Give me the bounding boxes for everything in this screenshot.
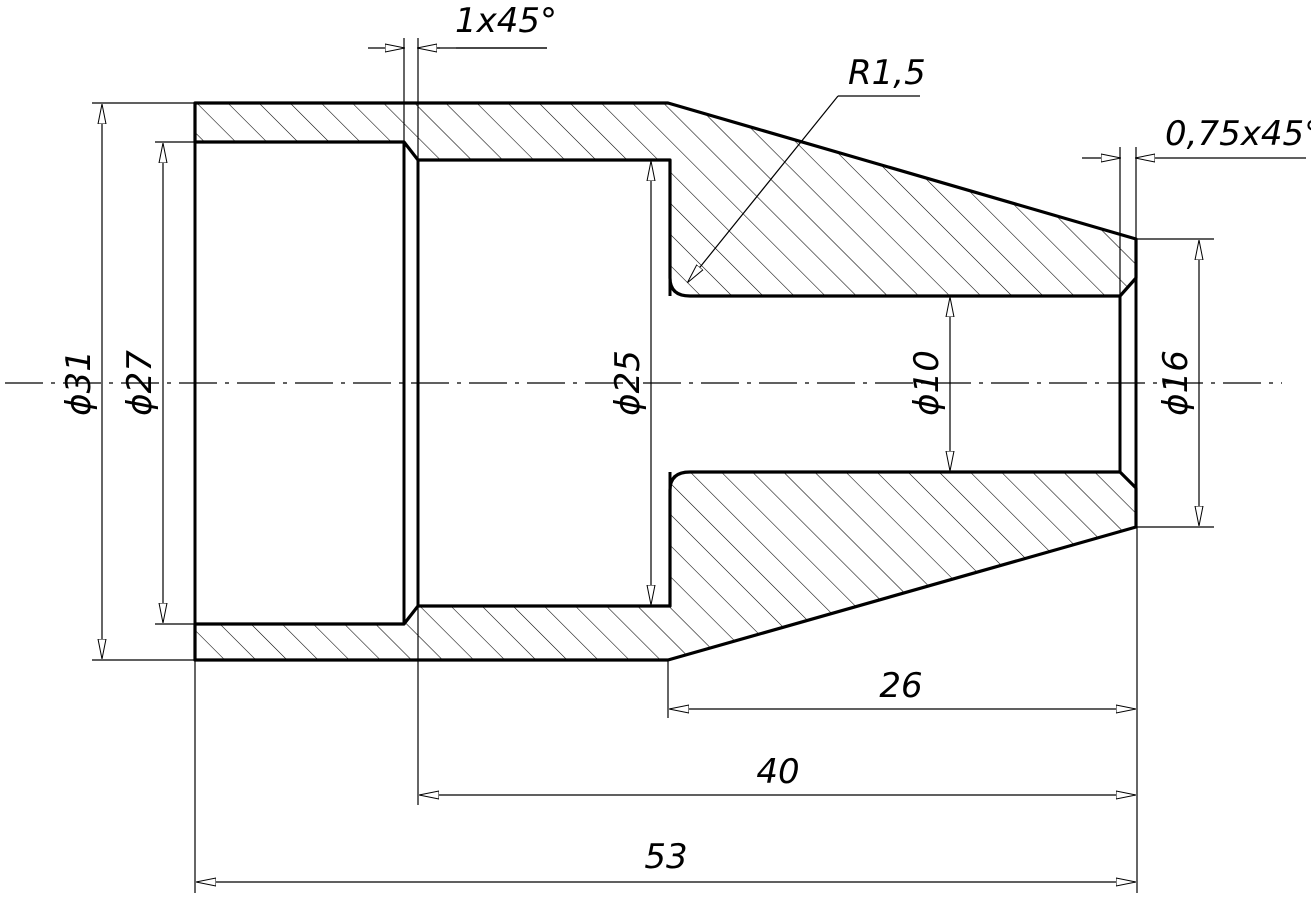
- diameter-10-label: ϕ10: [907, 350, 947, 416]
- diameter-outer-label: ϕ31: [59, 350, 99, 416]
- diameter-16-label: ϕ16: [1156, 350, 1196, 416]
- length-53-label: 53: [644, 837, 687, 877]
- length-dimension-lines: [197, 709, 1135, 882]
- part-section-top: [193, 101, 1138, 298]
- length-26-label: 26: [879, 666, 922, 706]
- fillet-radius-label: R1,5: [848, 53, 926, 93]
- part-section-bottom: [193, 470, 1138, 662]
- extension-lines: [92, 38, 1214, 893]
- length-40-label: 40: [756, 752, 799, 792]
- chamfer-right-label: 0,75x45°: [1165, 114, 1311, 154]
- diameter-25-label: ϕ25: [608, 350, 648, 416]
- diameter-dimension-lines: [102, 105, 1199, 658]
- diameter-27-label: ϕ27: [120, 350, 160, 416]
- chamfer-leaders: [368, 48, 1306, 158]
- radius-leader: [688, 95, 920, 282]
- chamfer-left-label: 1x45°: [455, 1, 557, 41]
